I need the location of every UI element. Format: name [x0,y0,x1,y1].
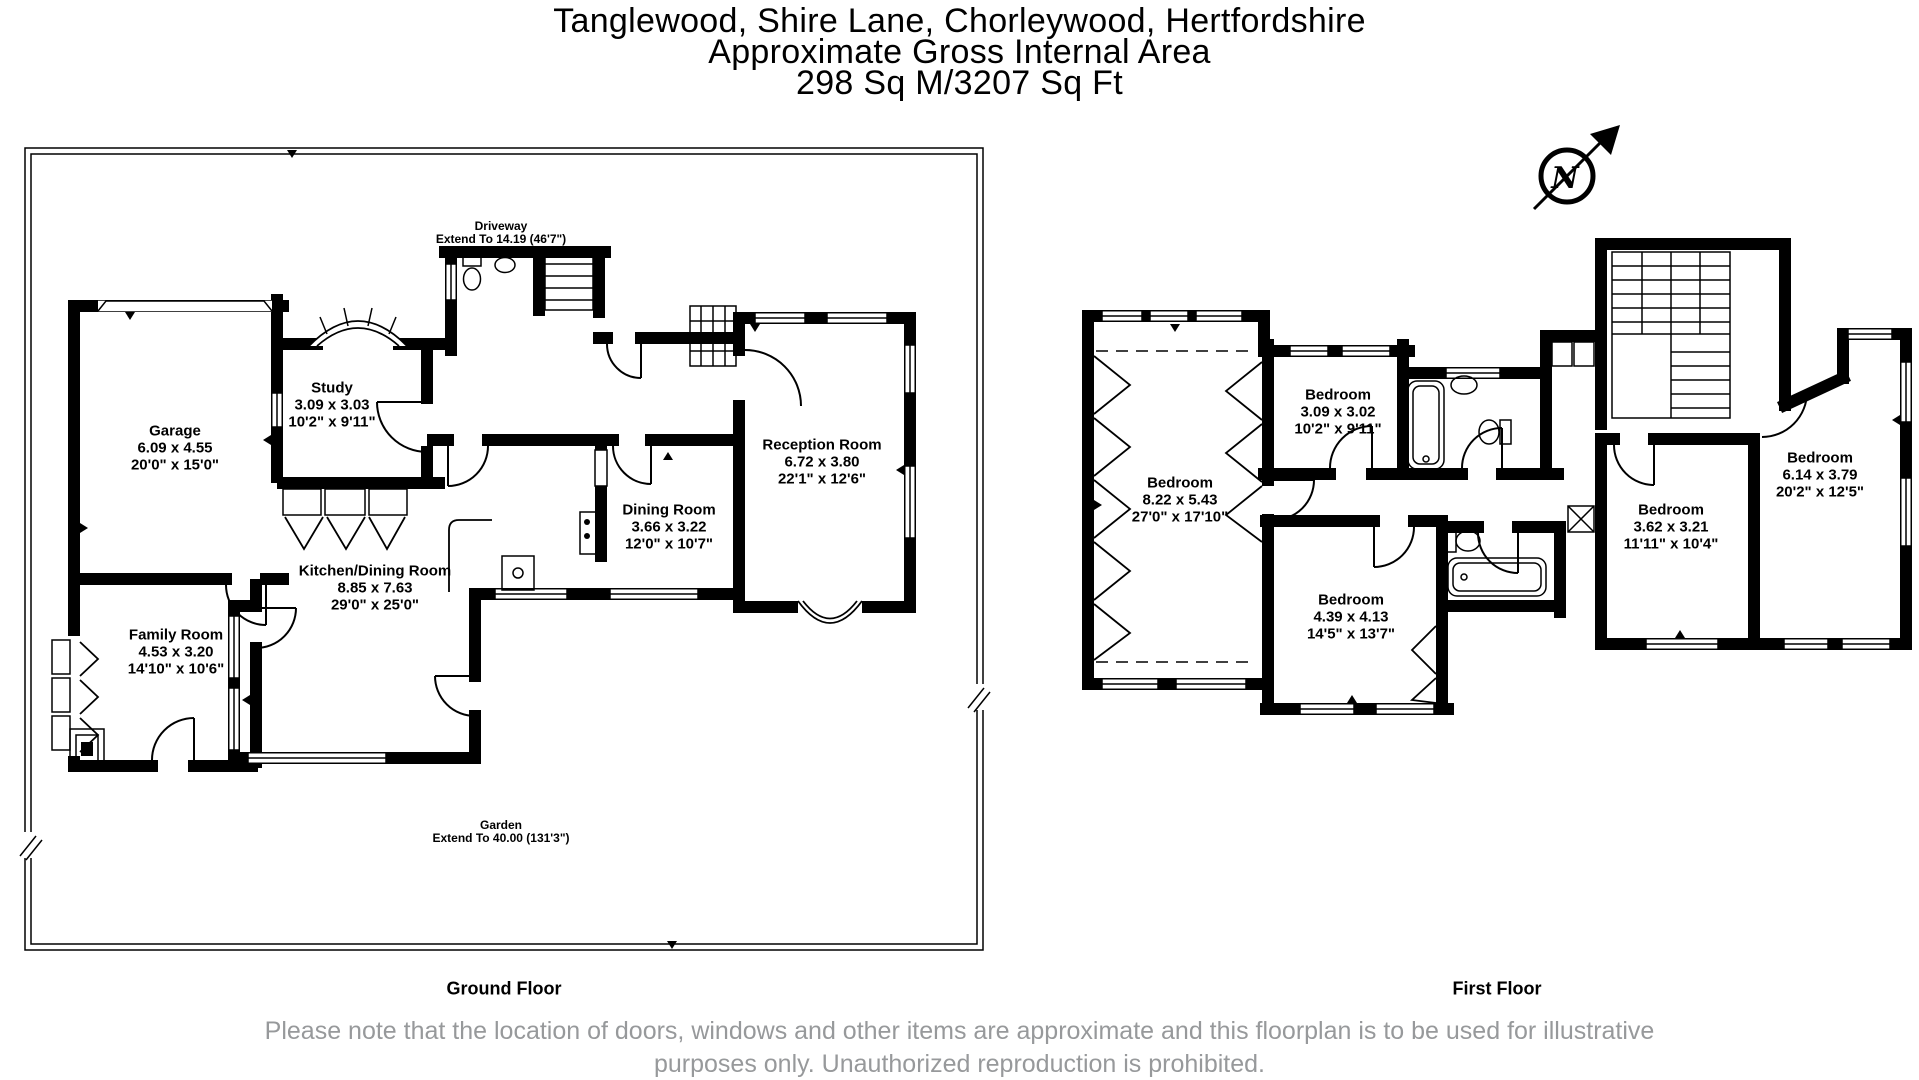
room-label-garage: Garage 6.09 x 4.55 20'0" x 15'0" [130,422,220,474]
room-label-dining-room: Dining Room 3.66 x 3.22 12'0" x 10'7" [622,501,716,553]
fridge-recess [594,449,608,487]
skylight-icon [1567,505,1595,533]
ff-fixtures [1407,375,1607,597]
room-label-study: Study 3.09 x 3.03 10'2" x 9'11" [288,379,376,431]
label-driveway: Driveway Extend To 14.19 (46'7") [435,219,567,246]
ff-eaves-dashed [1096,350,1256,663]
site-boundary [18,147,991,951]
toilet-icon [1499,419,1512,445]
gf-walls [68,246,916,772]
boundary-tick-top [287,150,297,158]
bath-icon [1447,557,1547,597]
compass-north-letter: N [1550,161,1580,196]
gf-ticks [80,312,904,705]
title-area: 298 Sq M/3207 Sq Ft [795,64,1123,102]
ff-windows [1101,310,1912,715]
bath-icon [1407,380,1445,470]
first-floor-label: First Floor [1452,978,1542,999]
compass-icon: N [1532,125,1620,211]
ff-doors [1273,391,1808,574]
toilet-icon [462,256,482,267]
room-label-bedroom-4: Bedroom 3.62 x 3.21 11'11" x 10'4" [1623,501,1719,553]
basin-icon [1450,375,1478,395]
room-label-kitchen-dining: Kitchen/Dining Room 8.85 x 7.63 29'0" x … [298,562,452,614]
ff-ticks [1094,324,1900,703]
title-address: Tanglewood, Shire Lane, Chorleywood, Her… [553,2,1366,40]
title-subtitle: Approximate Gross Internal Area [708,33,1211,71]
gf-fixtures [69,256,608,769]
fireplace-icon [69,728,105,769]
stove-icon [579,511,606,555]
room-label-bedroom-1: Bedroom 8.22 x 5.43 27'0" x 17'10" [1131,474,1229,526]
ground-floor-plan [51,246,916,772]
ground-floor-label: Ground Floor [446,978,562,999]
gf-windows [51,263,916,764]
room-label-bedroom-3: Bedroom 4.39 x 4.13 14'5" x 13'7" [1306,591,1396,643]
ff-wardrobes [1093,355,1437,704]
first-floor-plan [1082,238,1912,715]
gf-doors [151,343,802,761]
kitchen-counter [448,519,492,592]
ff-stairs [1551,251,1731,419]
garage-door [98,300,272,312]
gf-stairs [544,251,737,367]
room-label-bedroom-5: Bedroom 6.14 x 3.79 20'2" x 12'5" [1775,449,1865,501]
sink-icon [501,555,535,591]
label-garden: Garden Extend To 40.00 (131'3") [432,818,570,845]
room-label-family-room: Family Room 4.53 x 3.20 14'10" x 10'6" [127,626,225,678]
chimney-icon [1597,506,1607,532]
boundary-tick-bottom [667,941,677,949]
page-title: Tanglewood, Shire Lane, Chorleywood, Her… [0,2,1919,102]
disclaimer-line-2: purposes only. Unauthorized reproduction… [653,1050,1265,1078]
basin-icon [494,256,516,274]
disclaimer-line-1: Please note that the location of doors, … [264,1017,1655,1045]
room-label-bedroom-2: Bedroom 3.09 x 3.02 10'2" x 9'11" [1294,386,1382,438]
room-label-reception-room: Reception Room 6.72 x 3.80 22'1" x 12'6" [762,436,882,488]
gf-arch [308,307,408,347]
